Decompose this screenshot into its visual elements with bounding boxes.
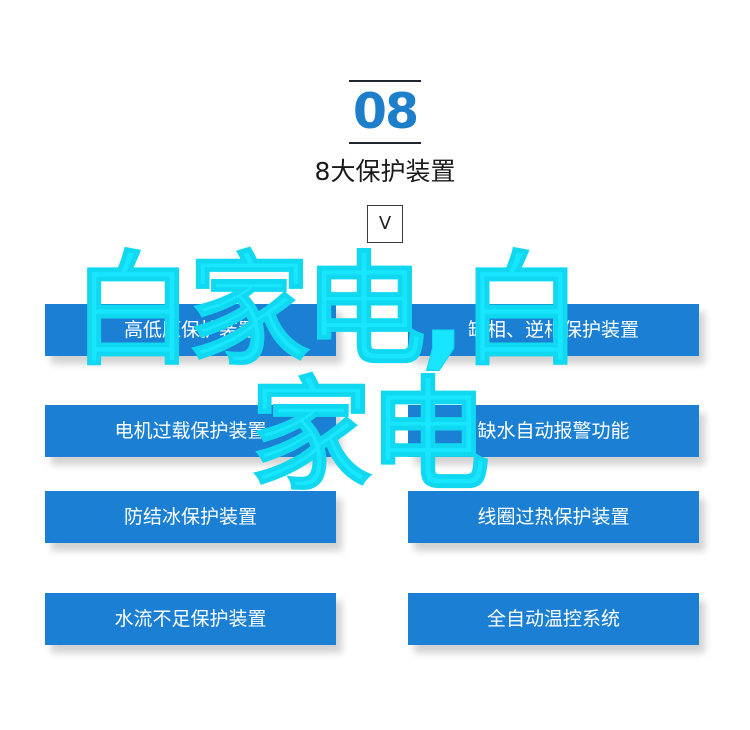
feature-box-4: 缺水自动报警功能 xyxy=(408,405,699,457)
feature-box-6: 线圈过热保护装置 xyxy=(408,491,699,543)
feature-box-2: 缺相、逆相保护装置 xyxy=(408,304,699,356)
v-mark-box: V xyxy=(367,205,403,243)
feature-box-7: 水流不足保护装置 xyxy=(45,593,336,645)
number-top-rule xyxy=(349,80,421,82)
number-bottom-rule xyxy=(349,142,421,144)
header: 08 8大保护装置 V xyxy=(0,0,750,260)
section-number: 08 xyxy=(352,83,419,140)
feature-box-3: 电机过载保护装置 xyxy=(45,405,336,457)
feature-box-5: 防结冰保护装置 xyxy=(45,491,336,543)
feature-box-1: 高低压保护装置 xyxy=(45,304,336,356)
feature-box-8: 全自动温控系统 xyxy=(408,593,699,645)
section-title: 8大保护装置 xyxy=(314,157,456,186)
